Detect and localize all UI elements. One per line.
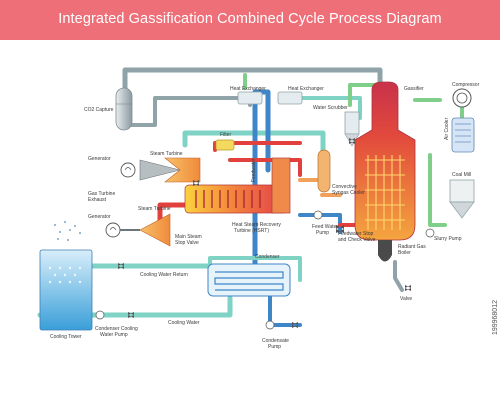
condensate-pump-label-2: Pump	[268, 344, 281, 350]
hrsg-label-1: Heat Steam Recovery	[232, 222, 281, 228]
teal-pipe-right	[298, 96, 362, 120]
convective-label-1: Convective	[332, 184, 357, 190]
convective-label-2: Syngas Cooler	[332, 190, 365, 196]
valve-pipe	[393, 260, 404, 292]
red-pipe-hrsg	[228, 158, 302, 177]
coal-mill: Coal Mill	[449, 172, 475, 219]
condenser-cooling-pump-label-1: Condenser Cooling	[95, 326, 138, 332]
title-bar	[0, 0, 500, 40]
convective-syngas-cooler: Convective Syngas Cooler	[317, 149, 365, 196]
cooling-water-return-label: Cooling Water Return	[140, 272, 188, 278]
feedwater-stop-label-1: Feedwater Stop	[338, 231, 374, 237]
gray-pipe-top	[122, 67, 383, 93]
co2-capture: CO2 Capture	[84, 87, 133, 131]
feed-water-pump-label-2: Pump	[316, 230, 329, 236]
generator-1-label: Generator	[88, 156, 111, 162]
steam-turbine-2: Generator Steam Turbine Main Steam Stop …	[88, 206, 202, 247]
steam-turbine-2-label: Steam Turbine	[138, 206, 171, 212]
air-cooler: Air Cooler	[444, 117, 475, 153]
compressor-label: Compressor	[452, 82, 480, 88]
compressor: Compressor	[452, 82, 480, 108]
gassifier: Gassifier	[354, 81, 424, 262]
condenser-cooling-pump-label-2: Water Pump	[100, 332, 128, 338]
filter: Filter	[215, 132, 235, 151]
exhaust-label: Exhaust	[88, 197, 107, 203]
heat-exchanger-1: Heat Exchanger	[230, 86, 266, 105]
water-scrubber-label: Water Scrubber	[313, 105, 348, 111]
heat-exchanger-2-label: Heat Exchanger	[288, 86, 324, 92]
feed-water-pump: Feed Water Pump Feedwater Stop and Check…	[312, 210, 376, 243]
radiant-gas-label-2: Boiler	[398, 250, 411, 256]
cooling-tower: Cooling Tower	[39, 221, 93, 340]
heat-exchanger-2: Heat Exchanger	[277, 86, 324, 105]
cooling-tower-label: Cooling Tower	[50, 334, 82, 340]
air-cooler-label: Air Cooler	[444, 117, 450, 140]
slurry-pump-label: Slurry Pump	[434, 236, 462, 242]
page-title: Integrated Gassification Combined Cycle …	[58, 11, 442, 27]
feed-water-pump-label-1: Feed Water	[312, 224, 338, 230]
feedwater-label: Feedwater	[251, 158, 257, 182]
coal-mill-label: Coal Mill	[452, 172, 471, 178]
generator-2-label: Generator	[88, 214, 111, 220]
orange-pipe	[298, 178, 342, 197]
main-steam-label-2: Stop Valve	[175, 240, 199, 246]
hrsg-label-2: Turbine (HSRT)	[234, 228, 269, 234]
condenser-label: Condenser	[255, 254, 280, 260]
green-pipe-top	[243, 73, 377, 107]
gas-turbine: Generator Steam Turbine Gas Turbine Exha…	[88, 151, 201, 203]
condensate-pump-label-1: Condensate	[262, 338, 289, 344]
cooling-condenser-link	[208, 256, 302, 282]
radiant-gas-label-1: Radiant Gas	[398, 244, 426, 250]
co2-capture-label: CO2 Capture	[84, 107, 114, 113]
gray-pipe-co2	[130, 96, 252, 127]
heat-exchanger-1-label: Heat Exchanger	[230, 86, 266, 92]
cooling-water-label: Cooling Water	[168, 320, 200, 326]
condensate-pump: Condensate Pump	[262, 320, 289, 350]
process-diagram: CO2 Capture Heat Exchanger Heat Exchange…	[37, 67, 480, 350]
condenser-cooling-pump: Condenser Cooling Water Pump	[95, 310, 138, 338]
water-scrubber: Water Scrubber	[313, 105, 360, 147]
green-pipe-right	[428, 153, 447, 227]
feedwater-stop-label-2: and Check Valve	[338, 237, 376, 243]
gassifier-label: Gassifier	[404, 86, 424, 92]
filter-label: Filter	[220, 132, 231, 138]
valves	[118, 138, 411, 328]
main-steam-label-1: Main Steam	[175, 234, 202, 240]
valve-label: Valve	[400, 296, 412, 302]
slurry-pump-icon	[425, 228, 435, 238]
gas-turbine-label: Gas Turbine	[88, 191, 115, 197]
condenser: Condenser	[207, 254, 291, 297]
hrsg: Heat Steam Recovery Turbine (HSRT)	[184, 157, 291, 234]
steam-turbine-1-label: Steam Turbine	[150, 151, 183, 157]
red-pipe-gasifier	[213, 141, 302, 152]
watermark-number: 199968012	[492, 300, 499, 336]
